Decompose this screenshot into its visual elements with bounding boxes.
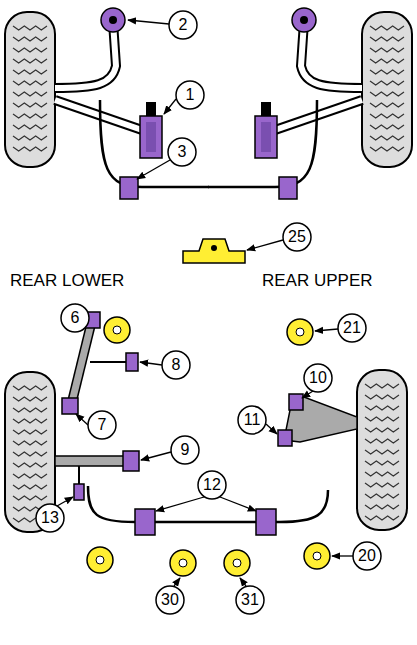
callout-circle: [238, 406, 266, 434]
callout-number: 1: [186, 87, 195, 103]
tyre-tread: [13, 485, 47, 489]
tyre-tread: [13, 70, 47, 74]
tyre-tread: [370, 70, 404, 74]
callout-circle: [156, 586, 184, 614]
tyre-tread: [13, 147, 47, 151]
callout-number: 9: [181, 442, 190, 458]
tyre-tread: [13, 37, 47, 41]
callout-circle: [176, 81, 204, 109]
tyre-tread: [13, 386, 47, 390]
tyre-tread: [13, 125, 47, 129]
callout-number: 2: [179, 17, 188, 33]
callout-number: 11: [244, 412, 261, 428]
tyre-tread: [365, 417, 399, 421]
tyre-tread: [13, 136, 47, 140]
callout-number: 7: [98, 417, 107, 433]
tyre-tread: [365, 505, 399, 509]
tyre-tread: [13, 408, 47, 412]
callout-circle: [283, 223, 311, 251]
tyre-tread: [370, 59, 404, 63]
tyre-tread: [370, 136, 404, 140]
tyre-tread: [13, 441, 47, 445]
tyre-tread: [13, 474, 47, 478]
callout-circle: [88, 411, 116, 439]
tyre-tread: [365, 472, 399, 476]
tyre-tread: [365, 428, 399, 432]
callout-circle: [36, 504, 64, 532]
callout-number: 13: [41, 510, 59, 526]
callout-number: 30: [161, 592, 179, 608]
tyre-tread: [13, 92, 47, 96]
tyre-tread: [13, 452, 47, 456]
tyre-tread: [370, 81, 404, 85]
tyre-tread: [365, 439, 399, 443]
tyre-tread: [365, 450, 399, 454]
tyre-tread: [370, 103, 404, 107]
tyre-tread: [365, 461, 399, 465]
callout-circle: [198, 471, 226, 499]
tyre-tread: [365, 406, 399, 410]
tyre-tread: [365, 395, 399, 399]
callout-circle: [168, 138, 196, 166]
tyre-tread: [13, 59, 47, 63]
callout-number: 10: [309, 370, 327, 386]
callout-circle: [236, 586, 264, 614]
callout-circle: [338, 314, 366, 342]
tyre-tread: [365, 494, 399, 498]
tyre-tread: [13, 103, 47, 107]
section-heading: REAR LOWER: [10, 272, 124, 289]
tyre-tread: [13, 81, 47, 85]
callout-number: 21: [343, 320, 361, 336]
tyre-tread: [370, 147, 404, 151]
tyre-tread: [365, 483, 399, 487]
tyre-tread: [13, 26, 47, 30]
callout-circle: [162, 351, 190, 379]
tyre-tread: [370, 26, 404, 30]
tyre-tread: [13, 463, 47, 467]
tyre-tread: [13, 430, 47, 434]
section-heading: REAR UPPER: [262, 272, 373, 289]
callout-circle: [304, 364, 332, 392]
tyre-tread: [13, 419, 47, 423]
callout-number: 3: [178, 144, 187, 160]
tyre-tread: [13, 48, 47, 52]
callout-number: 12: [203, 477, 221, 493]
tyre-tread: [365, 516, 399, 520]
callout-circle: [171, 436, 199, 464]
tyre-tread: [13, 496, 47, 500]
tyre-tread: [370, 92, 404, 96]
tyre-tread: [13, 397, 47, 401]
tyre-tread: [370, 48, 404, 52]
tyre-tread: [370, 125, 404, 129]
tyre-tread: [370, 37, 404, 41]
callout-circle: [61, 304, 89, 332]
tyre-tread: [370, 114, 404, 118]
tyre-tread: [13, 114, 47, 118]
callout-number: 20: [358, 548, 376, 564]
callout-circle: [353, 542, 381, 570]
callout-circle: [169, 11, 197, 39]
callout-number: 31: [241, 592, 259, 608]
callout-number: 25: [288, 229, 306, 245]
callout-number: 8: [172, 357, 181, 373]
tyre-tread: [365, 384, 399, 388]
callout-number: 6: [71, 310, 80, 326]
